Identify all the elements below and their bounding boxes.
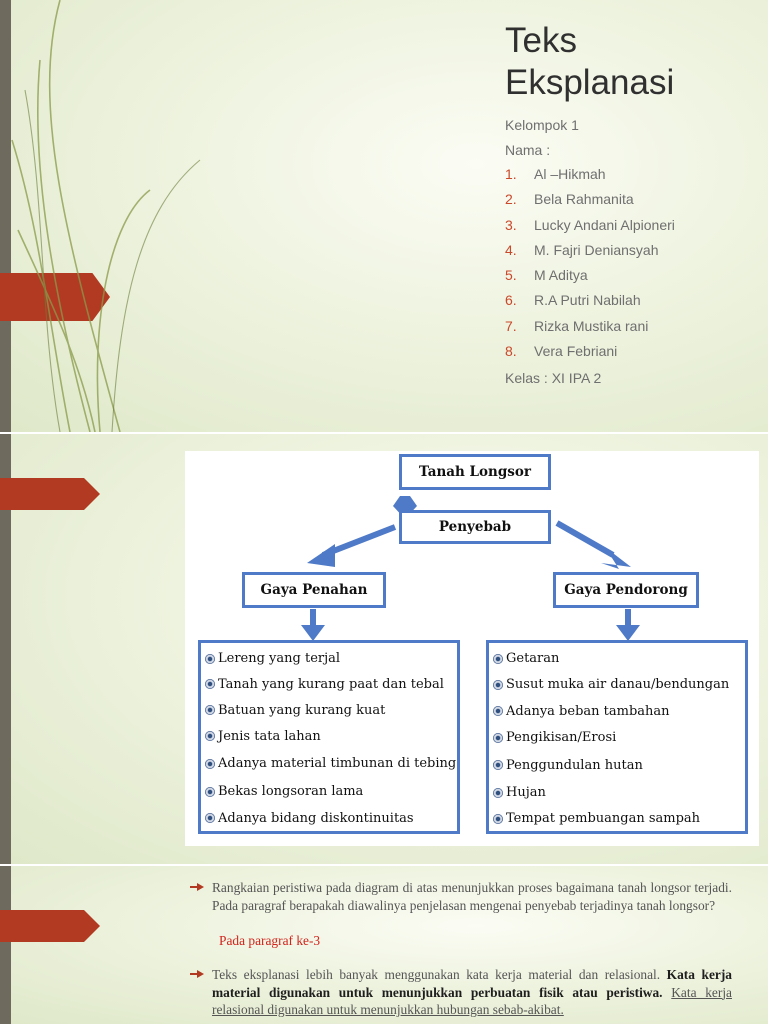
member-item: 5.M Aditya <box>505 267 588 284</box>
bullet-icon <box>493 706 503 716</box>
list-item: Pengikisan/Erosi <box>493 724 745 751</box>
cause-box: Penyebab <box>399 510 551 544</box>
bullet-icon <box>493 787 503 798</box>
bullet-icon <box>493 732 503 743</box>
accent-tab <box>0 910 100 942</box>
list-item: Penggundulan hutan <box>493 751 745 779</box>
arrow-right-head-icon <box>601 547 631 569</box>
member-item: 1.Al –Hikmah <box>505 166 606 182</box>
class-label: Kelas : XI IPA 2 <box>505 370 602 386</box>
list-item: Tempat pembuangan sampah <box>493 806 745 831</box>
slide-title-text: Teks Eksplanasi <box>505 21 675 102</box>
member-item: 3.Lucky Andani Alpioneri <box>505 216 675 233</box>
list-item: Bekas longsoran lama <box>205 778 457 805</box>
vine-decoration <box>11 0 201 432</box>
bullet-icon <box>205 758 215 769</box>
left-factors-box: Lereng yang terjal Tanah yang kurang paa… <box>198 640 460 834</box>
member-item: 2.Bela Rahmanita <box>505 191 634 208</box>
list-item: Lereng yang terjal <box>205 646 457 671</box>
list-item: Tanah yang kurang paat dan tebal <box>205 671 457 697</box>
question-paragraph: Rangkaian peristiwa pada diagram di atas… <box>212 880 732 913</box>
arrow-bullet-icon <box>190 883 204 891</box>
names-label: Nama : <box>505 142 551 158</box>
diagram-arrows <box>301 496 640 641</box>
answer-text: Pada paragraf ke-3 <box>219 933 321 948</box>
cause-diagram: Tanah Longsor Penyebab Gaya Penahan Gaya… <box>185 451 759 846</box>
list-item: Getaran <box>493 646 745 671</box>
list-item: Susut muka air danau/bendungan <box>493 671 745 698</box>
slide-left-bar <box>0 434 11 864</box>
statement-paragraph: Teks eksplanasi lebih banyak menggunakan… <box>212 967 732 1017</box>
right-factors-box: Getaran Susut muka air danau/bendungan A… <box>486 640 748 834</box>
slide-separator <box>0 864 768 866</box>
bullet-icon <box>205 705 215 715</box>
bullet-icon <box>493 813 503 824</box>
bullet-icon <box>205 653 215 664</box>
arrow-down-icon <box>616 625 640 641</box>
arrow-left-head-icon <box>307 544 335 567</box>
bullet-icon <box>493 679 503 690</box>
slide-left-bar <box>0 0 11 432</box>
bullet-icon <box>205 679 215 689</box>
slide-title: Teks Eksplanasi Kelompok 1 Nama : 1.Al –… <box>0 0 768 432</box>
root-box: Tanah Longsor <box>399 454 551 490</box>
list-item: Batuan yang kurang kuat <box>205 697 457 723</box>
member-item: 7.Rizka Mustika rani <box>505 317 649 334</box>
slide-separator <box>0 432 768 434</box>
list-item: Adanya material timbunan di tebing <box>205 749 457 778</box>
member-list: 1.Al –Hikmah 2.Bela Rahmanita 3.Lucky An… <box>505 166 675 368</box>
bullet-icon <box>205 731 215 741</box>
group-label: Kelompok 1 <box>505 117 579 133</box>
right-branch-box: Gaya Pendorong <box>553 572 699 608</box>
slide-left-bar <box>0 866 11 1024</box>
bullet-icon <box>493 760 503 770</box>
slide-diagram: Tanah Longsor Penyebab Gaya Penahan Gaya… <box>0 434 768 864</box>
arrow-bullet-icon <box>190 970 204 978</box>
member-item: 8.Vera Febriani <box>505 343 618 360</box>
left-branch-box: Gaya Penahan <box>242 572 386 608</box>
arrow-down-icon <box>301 625 325 641</box>
bullet-icon <box>205 786 215 797</box>
list-item: Jenis tata lahan <box>205 723 457 749</box>
arrow-right-line <box>555 520 615 558</box>
list-item: Adanya beban tambahan <box>493 698 745 724</box>
slide-questions: Rangkaian peristiwa pada diagram di atas… <box>0 866 768 1024</box>
bullet-icon <box>205 813 215 823</box>
member-item: 4.M. Fajri Deniansyah <box>505 241 659 258</box>
arrow-down-icon <box>393 496 417 519</box>
bullet-icon <box>493 653 503 664</box>
accent-tab <box>0 478 100 510</box>
member-item: 6.R.A Putri Nabilah <box>505 292 641 309</box>
list-item: Adanya bidang diskontinuitas <box>205 805 457 831</box>
list-item: Hujan <box>493 779 745 806</box>
